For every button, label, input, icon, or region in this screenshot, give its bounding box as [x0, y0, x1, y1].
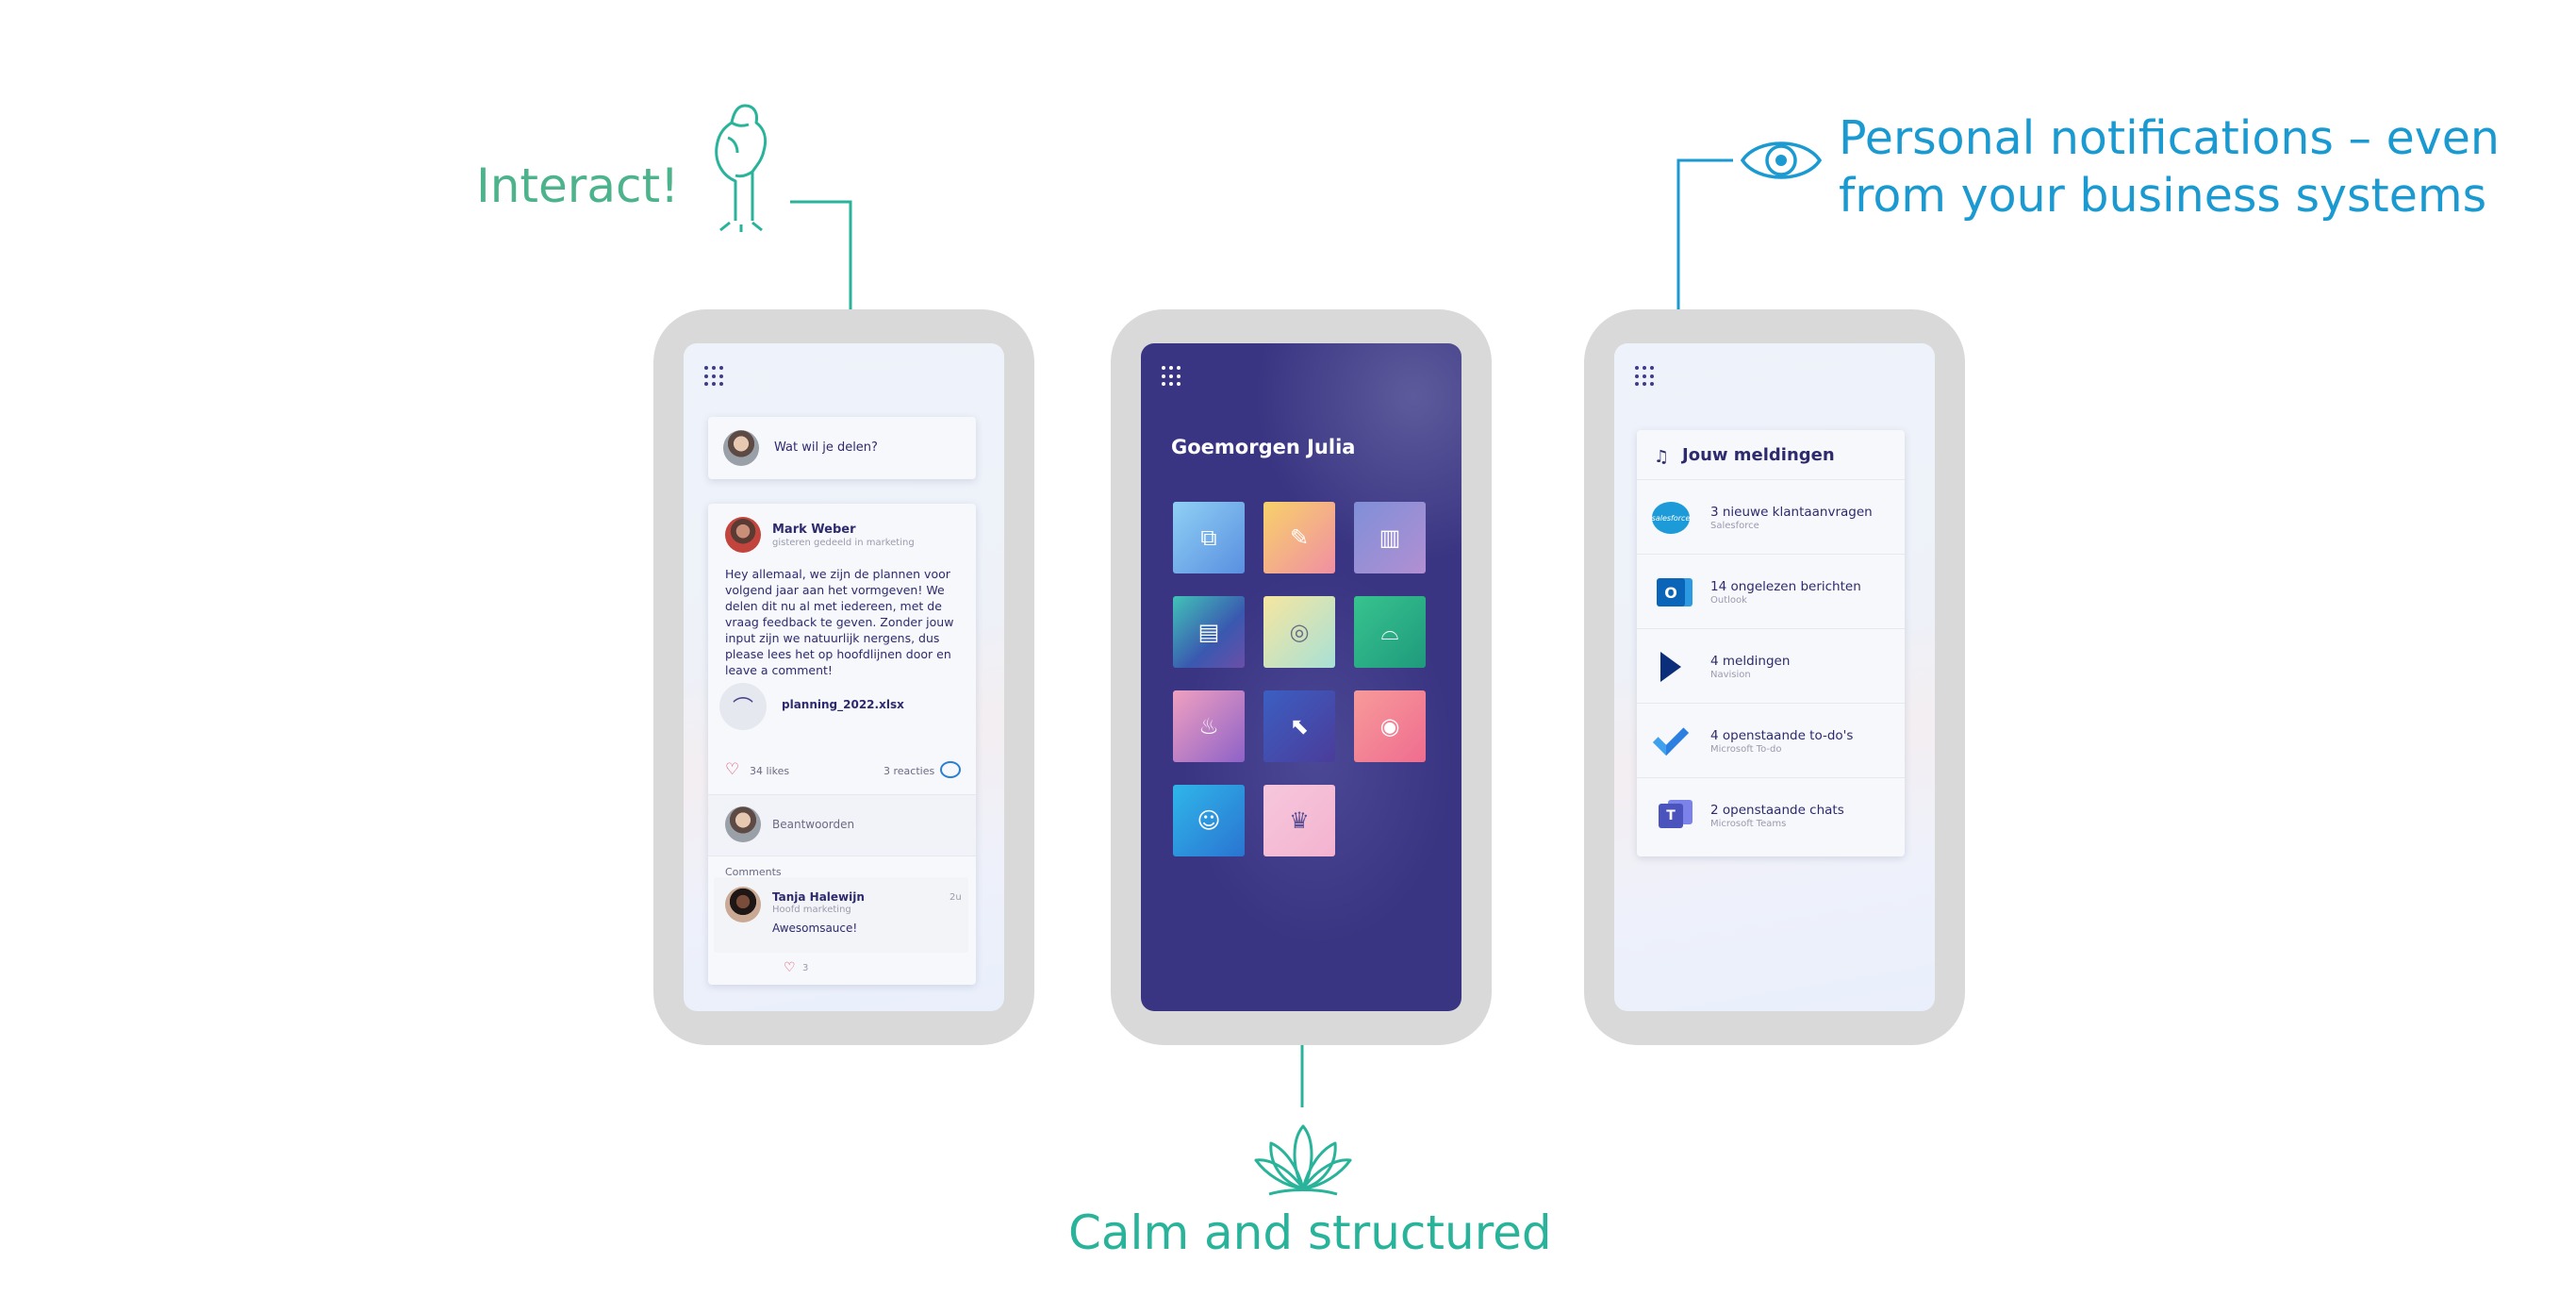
notifications-header: Jouw meldingen: [1682, 445, 1835, 465]
notifications-caption-line2: from your business systems: [1839, 169, 2487, 223]
lotus-icon: [1254, 1124, 1352, 1196]
bell-icon: ♫: [1654, 447, 1670, 467]
greeting: Goemorgen Julia: [1171, 436, 1356, 458]
attachment-name: planning_2022.xlsx: [782, 698, 904, 711]
outlook-icon: O: [1652, 573, 1690, 611]
interact-caption: Interact!: [476, 158, 680, 213]
copy-icon: ⧉: [1200, 524, 1217, 551]
post-body: Hey allemaal, we zijn de plannen voor vo…: [725, 567, 954, 677]
comments-label: Comments: [725, 866, 782, 878]
post-meta: gisteren gedeeld in marketing: [772, 538, 915, 548]
notification-outlook[interactable]: O 14 ongelezen berichten Outlook: [1637, 554, 1905, 629]
tile-signal[interactable]: ◉: [1354, 690, 1426, 762]
tile-fingerprint[interactable]: ◎: [1263, 596, 1335, 668]
notification-salesforce[interactable]: salesforce 3 nieuwe klantaanvragen Sales…: [1637, 479, 1905, 555]
tile-copy[interactable]: ⧉: [1173, 502, 1245, 573]
heart-icon: ♡: [784, 960, 796, 975]
reply-row[interactable]: Beantwoorden: [708, 794, 976, 856]
like-button[interactable]: ♡ 34 likes: [725, 760, 810, 781]
attachment[interactable]: ⌒ planning_2022.xlsx: [719, 681, 965, 732]
avatar: [723, 430, 759, 466]
notifications-caption-line1: Personal notifications – even: [1839, 111, 2500, 165]
app-grid-icon[interactable]: [1162, 366, 1182, 387]
cursor-icon: ⬉: [1289, 713, 1310, 739]
reaction-count: 3 reacties: [883, 765, 935, 777]
post-card: Mark Weber gisteren gedeeld in marketing…: [708, 504, 976, 985]
notification-title: 14 ongelezen berichten: [1710, 579, 1861, 594]
notification-todo[interactable]: 4 openstaande to-do's Microsoft To-do: [1637, 703, 1905, 778]
dashboard-screen: Goemorgen Julia ⧉ ✎ ▥ ▤ ◎ ⌓ ♨ ⬉ ◉ ☺ ♛: [1141, 343, 1461, 1011]
reply-prompt: Beantwoorden: [772, 818, 855, 831]
reactions-button[interactable]: 3 reacties: [883, 760, 963, 781]
tile-shoe[interactable]: ⌓: [1354, 596, 1426, 668]
notification-teams[interactable]: T 2 openstaande chats Microsoft Teams: [1637, 777, 1905, 853]
flame-icon: ♨: [1198, 713, 1219, 739]
cake-icon: ♛: [1289, 807, 1310, 834]
author-avatar[interactable]: [725, 517, 761, 553]
tile-paint[interactable]: ✎: [1263, 502, 1335, 573]
bar-chart-icon: ▥: [1379, 524, 1401, 551]
notification-source: Microsoft To-do: [1710, 744, 1782, 755]
notification-title: 2 openstaande chats: [1710, 803, 1844, 818]
paint-bucket-icon: ✎: [1289, 524, 1310, 551]
comment-text: Awesomsauce!: [772, 922, 858, 935]
book-icon: ▤: [1197, 619, 1220, 645]
paperclip-icon: ⌒: [719, 683, 767, 730]
fingerprint-icon: ◎: [1289, 619, 1310, 645]
hand-pointer-icon: [715, 104, 768, 232]
notifications-card: ♫ Jouw meldingen salesforce 3 nieuwe kla…: [1637, 430, 1905, 856]
todo-check-icon: [1652, 719, 1690, 760]
social-screen: Wat wil je delen? Mark Weber gisteren ge…: [684, 343, 1004, 1011]
notification-title: 3 nieuwe klantaanvragen: [1710, 505, 1873, 520]
tile-cake[interactable]: ♛: [1263, 785, 1335, 856]
eye-icon: [1740, 141, 1823, 179]
tile-chart[interactable]: ▥: [1354, 502, 1426, 573]
like-count: 34 likes: [750, 765, 790, 777]
signal-icon: ◉: [1379, 713, 1400, 739]
comment-item: Tanja Halewijn Hoofd marketing 2u Awesom…: [714, 877, 968, 953]
share-box[interactable]: Wat wil je delen?: [708, 417, 976, 479]
share-prompt: Wat wil je delen?: [774, 440, 878, 455]
app-grid-icon[interactable]: [1635, 366, 1656, 387]
notifications-screen: ♫ Jouw meldingen salesforce 3 nieuwe kla…: [1614, 343, 1935, 1011]
avatar: [725, 806, 761, 842]
notification-navision[interactable]: 4 meldingen Navision: [1637, 628, 1905, 704]
salesforce-icon: salesforce: [1651, 499, 1691, 537]
comment-bubble-icon: [940, 761, 961, 778]
phone-dashboard: Goemorgen Julia ⧉ ✎ ▥ ▤ ◎ ⌓ ♨ ⬉ ◉ ☺ ♛: [1111, 309, 1492, 1045]
comment-like-button[interactable]: ♡ 3: [784, 960, 821, 979]
tile-smiley[interactable]: ☺: [1173, 785, 1245, 856]
comment-time: 2u: [949, 892, 962, 903]
teams-icon: T: [1652, 797, 1690, 835]
tile-flame[interactable]: ♨: [1173, 690, 1245, 762]
commenter-avatar[interactable]: [725, 887, 761, 922]
notification-source: Microsoft Teams: [1710, 819, 1787, 829]
smiley-icon: ☺: [1197, 807, 1221, 834]
shoe-icon: ⌓: [1380, 619, 1399, 645]
notification-title: 4 meldingen: [1710, 654, 1791, 669]
tile-book[interactable]: ▤: [1173, 596, 1245, 668]
notification-source: Outlook: [1710, 595, 1747, 606]
heart-icon: ♡: [725, 760, 740, 779]
post-author[interactable]: Mark Weber: [772, 523, 856, 537]
app-grid-icon[interactable]: [704, 366, 725, 387]
phone-social: Wat wil je delen? Mark Weber gisteren ge…: [653, 309, 1034, 1045]
commenter-role: Hoofd marketing: [772, 905, 851, 915]
dynamics-icon: [1652, 648, 1690, 686]
comment-like-count: 3: [802, 963, 809, 973]
notification-source: Salesforce: [1710, 521, 1759, 531]
notifications-caption: Personal notifications – even from your …: [1839, 109, 2500, 224]
notification-title: 4 openstaande to-do's: [1710, 728, 1854, 743]
commenter-name[interactable]: Tanja Halewijn: [772, 890, 865, 904]
phone-notifications: ♫ Jouw meldingen salesforce 3 nieuwe kla…: [1584, 309, 1965, 1045]
notification-source: Navision: [1710, 670, 1751, 680]
calm-caption: Calm and structured: [1068, 1205, 1552, 1260]
tile-cursor[interactable]: ⬉: [1263, 690, 1335, 762]
